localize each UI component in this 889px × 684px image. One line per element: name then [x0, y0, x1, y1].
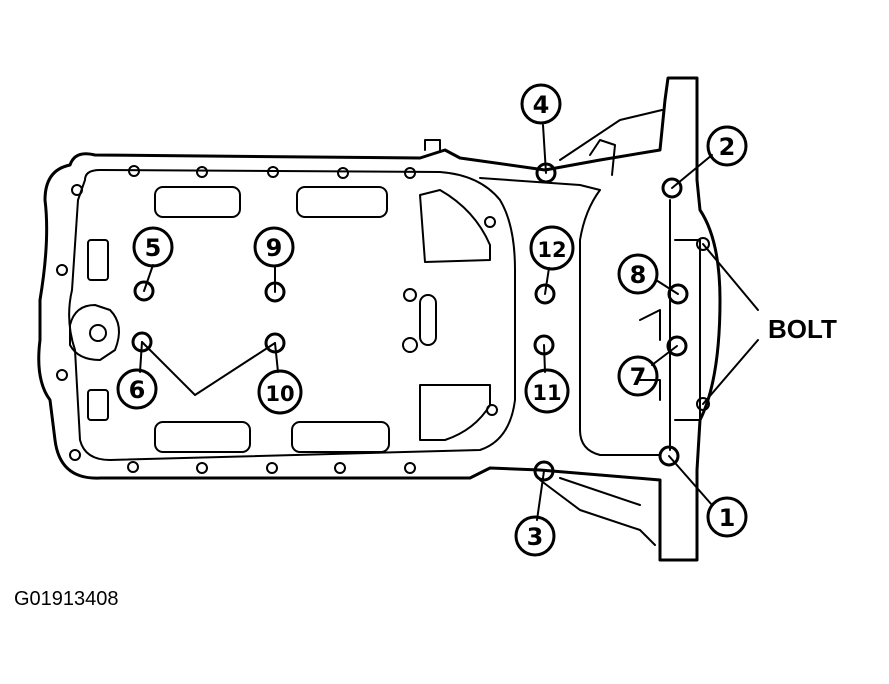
callout-2-label: 2 [719, 133, 736, 161]
callout-5-label: 5 [145, 234, 162, 262]
callout-2: 2 [706, 125, 748, 167]
callout-4-label: 4 [533, 91, 550, 119]
oil-pan-flange [37, 76, 722, 562]
oil-pan-pockets [69, 186, 491, 453]
callout-11-label: 11 [532, 381, 561, 405]
callout-10-label: 10 [265, 382, 294, 406]
callout-7-label: 7 [630, 363, 647, 391]
callout-1: 1 [706, 496, 748, 538]
callout-5: 5 [132, 226, 174, 268]
callout-12: 12 [529, 225, 575, 271]
flange-holes [56, 165, 710, 474]
leader-lines [139, 124, 759, 521]
callout-10: 10 [257, 369, 303, 415]
callout-8: 8 [617, 253, 659, 295]
callout-6: 6 [116, 368, 158, 410]
callout-6-label: 6 [129, 376, 146, 404]
bolts [131, 162, 689, 482]
bolt-label: BOLT [768, 314, 837, 344]
callout-3: 3 [514, 515, 556, 557]
figure-id: G01913408 [14, 588, 119, 610]
callout-12-label: 12 [537, 238, 566, 262]
callout-4: 4 [520, 83, 562, 125]
callout-11: 11 [524, 368, 570, 414]
callout-9-label: 9 [266, 234, 283, 262]
baffle-line [141, 341, 276, 396]
callout-7: 7 [617, 355, 659, 397]
callout-9: 9 [253, 226, 295, 268]
callout-1-label: 1 [719, 504, 736, 532]
callout-8-label: 8 [630, 261, 647, 289]
callout-3-label: 3 [527, 523, 544, 551]
